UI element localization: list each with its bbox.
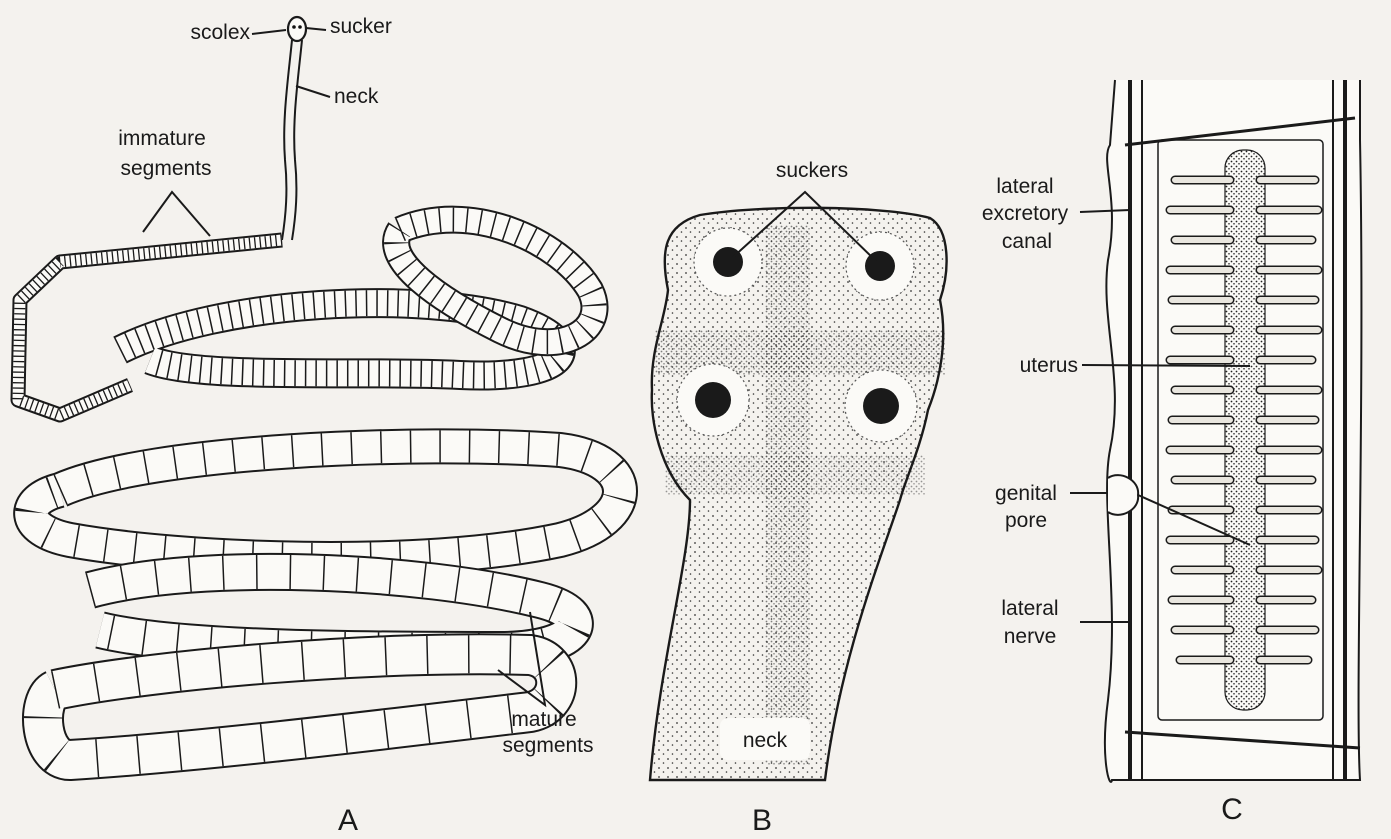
label-lateral-excretory-line2: excretory bbox=[982, 202, 1069, 225]
label-lateral-nerve-line1: lateral bbox=[1001, 597, 1058, 620]
label-lateral-excretory-line3: canal bbox=[1002, 230, 1052, 253]
label-genital-pore-line1: genital bbox=[995, 482, 1057, 505]
label-mature-line2: segments bbox=[502, 734, 593, 757]
scolex-and-neck bbox=[282, 17, 306, 240]
label-immature-line2: segments bbox=[120, 157, 211, 180]
label-uterus: uterus bbox=[1020, 354, 1078, 377]
coiled-segments bbox=[31, 220, 620, 760]
sucker-leader-line bbox=[306, 28, 326, 30]
panel-a-whole-worm: scolex sucker neck immature segments mat… bbox=[18, 15, 620, 837]
immature-leader-lines bbox=[143, 192, 210, 236]
label-scolex: scolex bbox=[190, 21, 250, 44]
neck-leader-line bbox=[296, 86, 330, 97]
label-sucker: sucker bbox=[330, 15, 392, 38]
label-genital-pore-line2: pore bbox=[1005, 509, 1047, 532]
label-mature-line1: mature bbox=[511, 708, 576, 731]
sucker-bottom-right bbox=[845, 370, 917, 442]
label-immature-line1: immature bbox=[118, 127, 206, 150]
panel-c-proglottid: lateral excretory canal uterus genital p… bbox=[982, 80, 1362, 826]
scolex-leader-line bbox=[252, 30, 286, 34]
uterus-leader-line bbox=[1082, 365, 1250, 366]
panel-b-scolex: suckers neck B bbox=[650, 159, 947, 837]
label-neck-a: neck bbox=[334, 85, 379, 108]
sucker-top-left bbox=[694, 228, 762, 296]
label-lateral-nerve-line2: nerve bbox=[1004, 625, 1057, 648]
sucker-bottom-left bbox=[677, 364, 749, 436]
label-neck-b: neck bbox=[743, 729, 788, 752]
panel-letter-a: A bbox=[338, 804, 358, 837]
label-suckers: suckers bbox=[776, 159, 848, 182]
label-lateral-excretory-line1: lateral bbox=[996, 175, 1053, 198]
panel-letter-c: C bbox=[1221, 793, 1243, 826]
panel-letter-b: B bbox=[752, 804, 772, 837]
